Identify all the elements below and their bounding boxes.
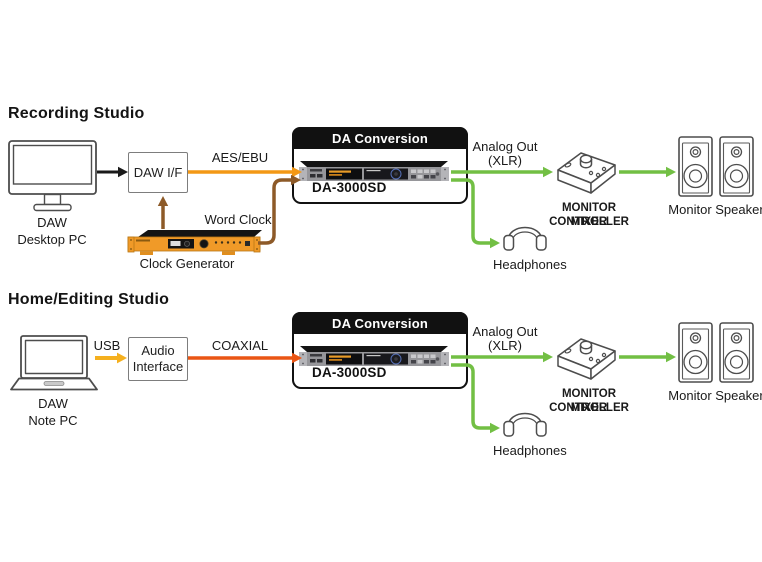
da-conversion-header-home: DA Conversion	[292, 312, 468, 334]
aes-ebu-arrow	[188, 166, 302, 178]
controller-to-speaker-arrow-recording	[619, 166, 676, 178]
monitor-controller-icon-recording	[557, 152, 616, 194]
note-pc-label-line2: Note PC	[28, 413, 78, 428]
analog-out-label-home-line1: Analog Out	[472, 324, 538, 339]
monitor-controller-label-home-line1: MONITOR CONTROLLER	[549, 388, 629, 414]
audio-interface-box: Audio Interface	[128, 337, 188, 381]
desktop-pc-label-line2: Desktop PC	[17, 232, 87, 247]
monitor-controller-icon-home	[557, 338, 616, 380]
headphones-icon-recording	[503, 226, 547, 251]
monitor-controller-label-recording-line2: MIXER	[570, 216, 608, 228]
coaxial-label: COAXIAL	[211, 338, 269, 353]
usb-label: USB	[93, 338, 121, 353]
desktop-pc-icon	[8, 140, 97, 212]
analog-out-label-recording-line2: (XLR)	[488, 153, 522, 168]
daw-interface-box: DAW I/F	[128, 152, 188, 193]
da-conversion-box-home: DA Conversion DA-3000SD	[292, 312, 468, 389]
word-clock-label: Word Clock	[204, 212, 272, 227]
monitor-speaker-icon-home	[678, 322, 754, 383]
note-pc-label-line1: DAW	[38, 396, 68, 411]
daw-interface-label: DAW I/F	[133, 164, 183, 180]
monitor-speaker-icon-recording	[678, 136, 754, 197]
da-3000sd-icon-home	[299, 346, 449, 366]
headphones-icon-home	[503, 412, 547, 437]
word-clock-up-arrow	[157, 196, 169, 229]
recording-studio-heading: Recording Studio	[8, 105, 145, 122]
da-3000sd-icon-recording	[299, 161, 449, 181]
usb-arrow	[95, 352, 127, 364]
da-conversion-header-recording: DA Conversion	[292, 127, 468, 149]
desktop-pc-label-line1: DAW	[37, 215, 67, 230]
da-3000sd-label-recording: DA-3000SD	[312, 180, 387, 195]
audio-interface-label-line1: Audio	[141, 343, 175, 358]
da-3000sd-label-home: DA-3000SD	[312, 365, 387, 380]
audio-interface-label-line2: Interface	[132, 359, 184, 374]
clock-generator-label: Clock Generator	[139, 256, 235, 271]
pc-to-dawif-arrow	[97, 166, 128, 178]
analog-out-label-home-line2: (XLR)	[488, 338, 522, 353]
monitor-controller-label-home-line2: MIXER	[570, 402, 608, 414]
clock-generator-icon	[127, 230, 262, 255]
monitor-speaker-label-home: Monitor Speaker	[668, 388, 762, 403]
da-conversion-box-recording: DA Conversion DA-3000SD	[292, 127, 468, 204]
monitor-controller-label-recording-line1: MONITOR CONTROLLER	[549, 202, 629, 228]
note-pc-icon	[10, 335, 98, 391]
monitor-speaker-label-recording: Monitor Speaker	[668, 202, 762, 217]
headphones-label-home: Headphones	[493, 443, 567, 458]
coaxial-arrow	[188, 352, 302, 364]
analog-out-label-recording-line1: Analog Out	[472, 139, 538, 154]
home-editing-studio-heading: Home/Editing Studio	[8, 291, 170, 308]
headphones-label-recording: Headphones	[493, 257, 567, 272]
aes-ebu-label: AES/EBU	[211, 150, 269, 165]
controller-to-speaker-arrow-home	[619, 351, 676, 363]
